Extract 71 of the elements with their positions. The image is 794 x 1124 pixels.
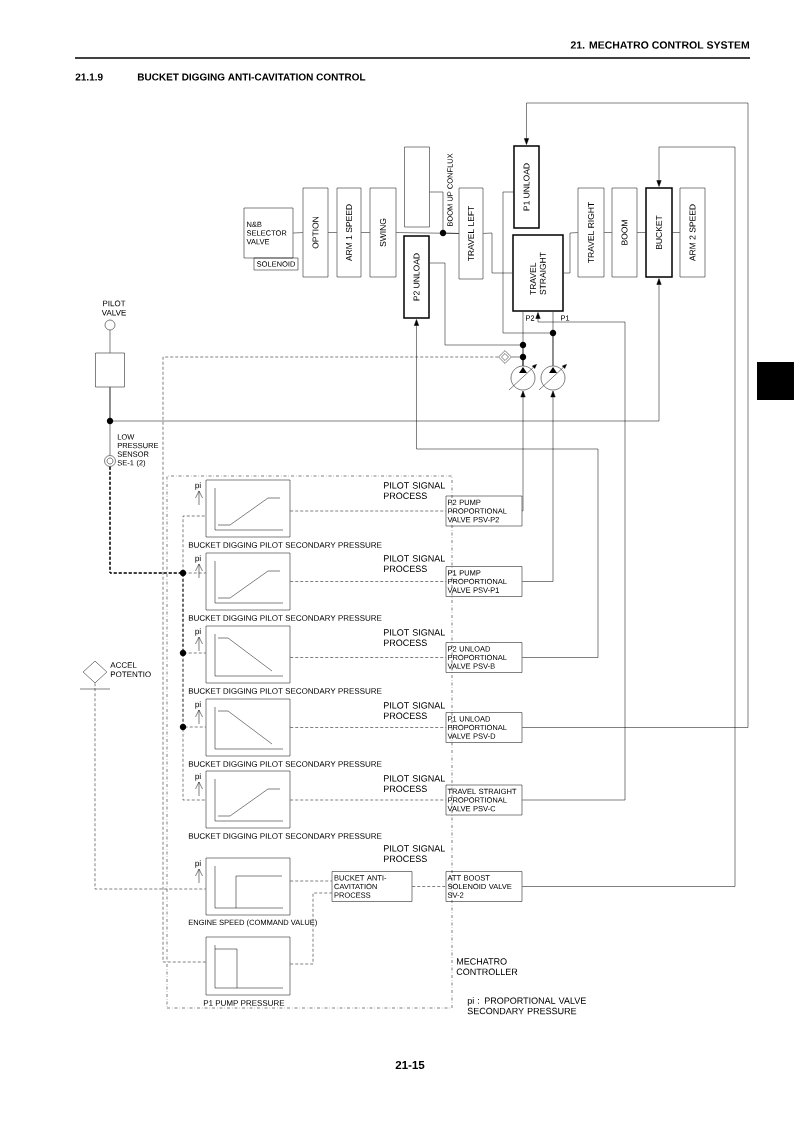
connector-line [361, 232, 370, 233]
arrow [522, 390, 556, 582]
graph-caption: BUCKET DIGGING PILOT SECONDARY PRESSURE [188, 833, 382, 839]
signal-line [290, 727, 446, 728]
process-label: PILOT SIGNAL PROCESS [384, 555, 445, 572]
signal-line [109, 466, 206, 801]
valve-box: SWING [369, 187, 397, 278]
valve-box: BUCKET [645, 187, 673, 278]
section-title: BUCKET DIGGING ANTI-CAVITATION CONTROL [137, 73, 366, 81]
signal-line [412, 886, 446, 887]
valve-box: P1 UNLOAD [513, 145, 540, 229]
connector-line [563, 232, 578, 274]
connector-line [672, 232, 680, 233]
page-number: 21-15 [395, 1060, 425, 1070]
connector-line [109, 330, 111, 353]
valve-box: ARM 1 SPEED [336, 187, 362, 278]
signal-line [94, 683, 206, 890]
arrow [109, 278, 662, 456]
connector-line [328, 232, 337, 233]
process-label: PILOT SIGNAL PROCESS [384, 702, 445, 719]
pi-label: pi [195, 628, 201, 636]
graph-caption: BUCKET DIGGING PILOT SECONDARY PRESSURE [188, 615, 382, 621]
pi-label: pi [195, 701, 201, 709]
connector-line [396, 191, 459, 234]
legend-note: pi : PROPORTIONAL VALVE SECONDARY PRESSURE [467, 997, 586, 1015]
valve-box: ARM 2 SPEED [679, 187, 706, 278]
signal-line [290, 799, 446, 801]
page-header: 21. MECHATRO CONTROL SYSTEM [570, 41, 750, 49]
arrow [520, 390, 526, 512]
pi-label: pi [195, 555, 201, 563]
signal-line [290, 657, 446, 658]
valve-box: TRAVEL STRAIGHT [512, 234, 564, 312]
connector-line [429, 262, 524, 366]
signal-line [290, 892, 332, 965]
connector-line [637, 232, 646, 233]
graph-caption: P1 PUMP PRESSURE [203, 1000, 285, 1006]
process-label: PILOT SIGNAL PROCESS [384, 775, 445, 792]
controller-label: MECHATRO CONTROLLER [456, 958, 518, 975]
shuttle-valve-symbol [498, 350, 512, 364]
signal-line [290, 510, 446, 512]
valve-label: PILOT VALVE [101, 300, 126, 316]
connector-line [483, 232, 513, 274]
arrow [522, 102, 749, 728]
valve-box: P2 UNLOAD [403, 235, 430, 319]
valve-box: OPTION [302, 187, 329, 278]
valve-box [95, 352, 125, 388]
process-label: PILOT SIGNAL PROCESS [384, 845, 445, 862]
graph-caption: BUCKET DIGGING PILOT SECONDARY PRESSURE [188, 688, 382, 694]
arrow [522, 146, 736, 887]
arrow [414, 319, 599, 658]
signal-line [290, 880, 332, 882]
pump-symbol [538, 364, 567, 391]
pi-label: pi [195, 773, 201, 781]
pump-symbol [508, 364, 537, 391]
pi-label: pi [195, 860, 201, 868]
arrow [522, 312, 626, 801]
signal-line [290, 581, 446, 582]
connector-line [604, 232, 612, 233]
valve-box: TRAVEL RIGHT [577, 187, 605, 278]
graph-caption: BUCKET DIGGING PILOT SECONDARY PRESSURE [188, 542, 382, 548]
valve-box: TRAVEL LEFT [458, 187, 484, 280]
section-number: 21.1.9 [75, 73, 103, 81]
valve-box: BOOM [611, 187, 638, 278]
signal-line [162, 356, 499, 963]
process-label: PILOT SIGNAL PROCESS [384, 629, 445, 646]
potentiometer-label: ACCEL POTENTIO [110, 662, 151, 678]
connector-line [502, 191, 554, 366]
process-label: PILOT SIGNAL PROCESS [384, 482, 445, 499]
connector-line [293, 232, 303, 234]
pi-label: pi [195, 482, 201, 490]
graph-caption: BUCKET DIGGING PILOT SECONDARY PRESSURE [188, 761, 382, 767]
